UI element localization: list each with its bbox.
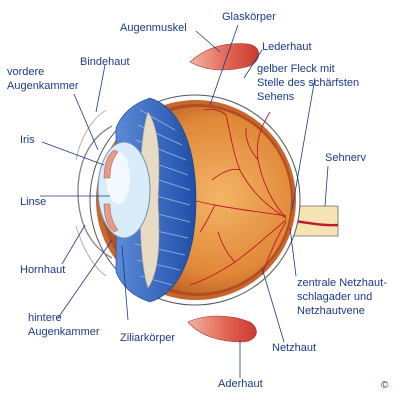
label-gelber-fleck-2: Stelle des schärfsten bbox=[257, 77, 360, 89]
label-zentrale-3: Netzhautvene bbox=[297, 305, 365, 317]
label-zentrale-2: schlagader und bbox=[297, 291, 373, 303]
label-augenmuskel: Augenmuskel bbox=[120, 22, 187, 34]
lens-highlight bbox=[106, 152, 130, 204]
label-hintere-augenkammer-1: hintere bbox=[28, 312, 62, 324]
label-bindehaut: Bindehaut bbox=[80, 56, 130, 68]
label-aderhaut: Aderhaut bbox=[218, 378, 263, 390]
label-ziliarkoerper: Ziliarkörper bbox=[120, 332, 176, 344]
label-vordere-augenkammer-1: vordere bbox=[7, 66, 45, 78]
lower-eye-muscle bbox=[187, 315, 257, 343]
cornea bbox=[77, 125, 113, 259]
label-gelber-fleck-1: gelber Fleck mit bbox=[257, 63, 335, 75]
leader-lines bbox=[40, 24, 329, 378]
label-sehnerv: Sehnerv bbox=[325, 152, 366, 164]
label-hintere-augenkammer-2: Augenkammer bbox=[28, 326, 100, 338]
label-lederhaut: Lederhaut bbox=[262, 41, 312, 53]
iris bbox=[103, 149, 119, 179]
label-zentrale-1: zentrale Netzhaut- bbox=[297, 277, 387, 289]
upper-eye-muscle bbox=[189, 43, 260, 71]
label-gelber-fleck-3: Sehens bbox=[257, 91, 295, 103]
label-glaskoerper: Glaskörper bbox=[222, 11, 276, 23]
label-linse: Linse bbox=[20, 196, 47, 208]
label-vordere-augenkammer-2: Augenkammer bbox=[7, 80, 79, 92]
conjunctiva-lower bbox=[75, 225, 107, 277]
iris-lower bbox=[103, 203, 119, 233]
label-netzhaut: Netzhaut bbox=[272, 342, 317, 354]
label-iris: Iris bbox=[20, 134, 35, 146]
copyright-mark: © bbox=[381, 380, 389, 391]
label-hornhaut: Hornhaut bbox=[20, 264, 66, 276]
